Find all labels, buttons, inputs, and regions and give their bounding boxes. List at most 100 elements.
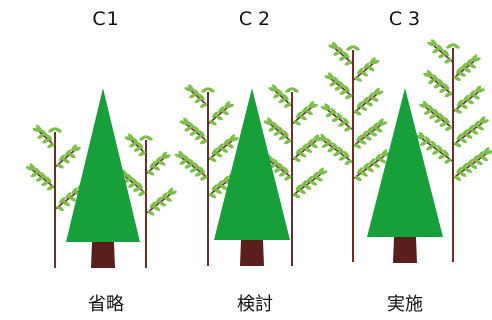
leaf — [375, 90, 384, 96]
leaf — [218, 106, 225, 114]
leaf — [217, 143, 224, 151]
conifer-canopy — [66, 88, 140, 242]
leaf — [295, 184, 302, 192]
leaf — [484, 150, 492, 155]
panel-c1-caption: 省略 — [88, 294, 124, 315]
leaf — [424, 136, 431, 144]
leaf — [333, 151, 341, 157]
leaf — [371, 59, 380, 65]
leaf — [452, 43, 460, 49]
leaf — [285, 87, 293, 93]
leaf — [463, 67, 471, 73]
leaf — [456, 133, 463, 141]
leaf — [430, 39, 438, 47]
leaf — [438, 153, 446, 160]
leaf — [365, 101, 373, 107]
leaf — [360, 171, 368, 177]
leaf — [189, 167, 198, 173]
leaf — [146, 170, 155, 176]
leaf — [45, 176, 52, 184]
leaf — [306, 175, 313, 183]
leaf — [338, 155, 347, 161]
leaf — [208, 193, 217, 199]
leaf — [320, 106, 329, 111]
leaf — [72, 146, 81, 152]
leaf — [138, 150, 147, 157]
leaf — [139, 135, 147, 141]
leaf — [444, 92, 453, 98]
leaf — [342, 117, 349, 125]
leaf — [214, 188, 222, 195]
leaf — [444, 125, 453, 131]
leaf — [472, 155, 479, 162]
leaf — [325, 112, 334, 118]
leaf — [131, 177, 138, 185]
leaf — [207, 87, 215, 93]
leaf — [444, 58, 452, 64]
leaf — [302, 106, 309, 114]
leaf — [36, 176, 44, 182]
leaf — [357, 67, 364, 75]
leaf — [189, 130, 198, 136]
panel-c2-code: C 2 — [238, 8, 272, 30]
leaf — [198, 93, 205, 101]
leaf — [343, 150, 350, 158]
leaf — [35, 124, 43, 132]
leaf — [298, 152, 307, 158]
leaf — [34, 167, 41, 175]
leaf — [432, 74, 439, 82]
leaf — [459, 137, 468, 144]
leaf — [47, 142, 55, 149]
leaf — [471, 54, 478, 62]
leaf — [357, 167, 364, 174]
leaf — [291, 87, 299, 93]
leaf — [224, 101, 231, 108]
leaf — [433, 83, 442, 89]
leaf — [149, 161, 156, 169]
leaf — [272, 158, 279, 166]
leaf — [353, 143, 362, 149]
leaf — [128, 182, 136, 188]
leaf — [184, 126, 192, 132]
leaf — [299, 115, 307, 121]
leaf — [25, 166, 34, 171]
leaf — [438, 53, 446, 59]
leaf — [338, 80, 345, 88]
leaf — [268, 87, 277, 92]
leaf — [271, 84, 279, 92]
leaf — [427, 41, 436, 47]
leaf — [167, 187, 174, 195]
leaf — [472, 57, 481, 62]
panel-c3-code: C 3 — [388, 8, 422, 30]
leaf — [152, 165, 160, 171]
conifer-trunk — [240, 240, 264, 266]
leaf — [138, 190, 146, 197]
leaf — [133, 186, 141, 192]
leaf — [470, 129, 479, 135]
leaf — [284, 139, 292, 145]
leaf — [331, 116, 340, 123]
leaf — [338, 55, 347, 61]
leaf — [62, 201, 71, 207]
leaf — [453, 175, 462, 181]
leaf — [29, 163, 36, 171]
panel-c2 — [174, 84, 328, 266]
leaf — [480, 119, 489, 124]
leaf — [126, 173, 133, 181]
leaf — [209, 156, 217, 162]
leaf — [466, 58, 473, 66]
leaf — [217, 180, 224, 187]
leaf — [361, 130, 368, 138]
leaf — [377, 118, 384, 126]
leaf — [337, 46, 344, 54]
leaf — [41, 180, 49, 187]
leaf — [454, 108, 462, 114]
leaf — [330, 108, 337, 115]
leaf — [331, 41, 339, 49]
leaf — [429, 113, 437, 119]
leaf — [346, 45, 354, 51]
leaf — [278, 171, 287, 177]
leaf — [467, 124, 474, 132]
leaf — [436, 44, 444, 52]
